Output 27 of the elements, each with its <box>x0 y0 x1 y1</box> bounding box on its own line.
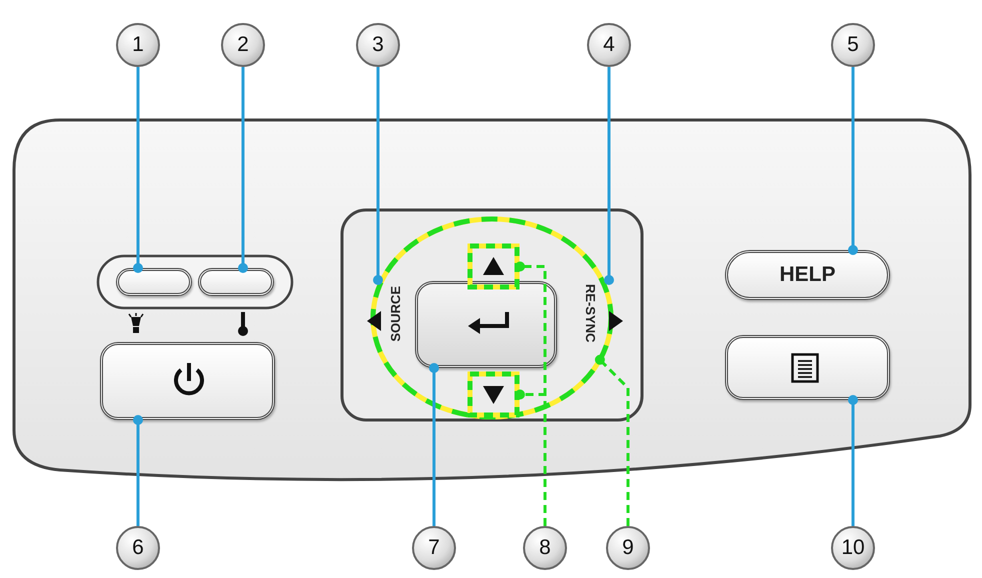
menu-button <box>725 335 890 400</box>
enter-button <box>415 281 557 368</box>
callout-number: 7 <box>412 526 456 570</box>
callout-number: 9 <box>606 526 650 570</box>
callout-number: 6 <box>116 526 160 570</box>
leader-line <box>133 415 143 526</box>
indicator-button <box>116 268 192 296</box>
power-button <box>100 342 275 420</box>
key-label: SOURCE <box>388 286 404 342</box>
leader-line <box>594 354 630 526</box>
callout-number: 10 <box>831 526 875 570</box>
leader-line <box>238 67 248 273</box>
leader-line <box>848 67 858 255</box>
leader-line <box>604 67 614 285</box>
callout-number: 5 <box>831 23 875 67</box>
callout-number: 2 <box>221 23 265 67</box>
leader-line <box>133 67 143 273</box>
callout-number: 8 <box>523 526 567 570</box>
indicator-button <box>198 268 274 296</box>
leader-line <box>429 363 439 526</box>
help-button: HELP <box>725 250 890 300</box>
callout-number: 1 <box>116 23 160 67</box>
leader-line <box>848 395 858 526</box>
leader-line <box>373 67 383 285</box>
callout-number: 3 <box>356 23 400 67</box>
callout-number: 4 <box>587 23 631 67</box>
key-label: RE-SYNC <box>582 284 598 343</box>
